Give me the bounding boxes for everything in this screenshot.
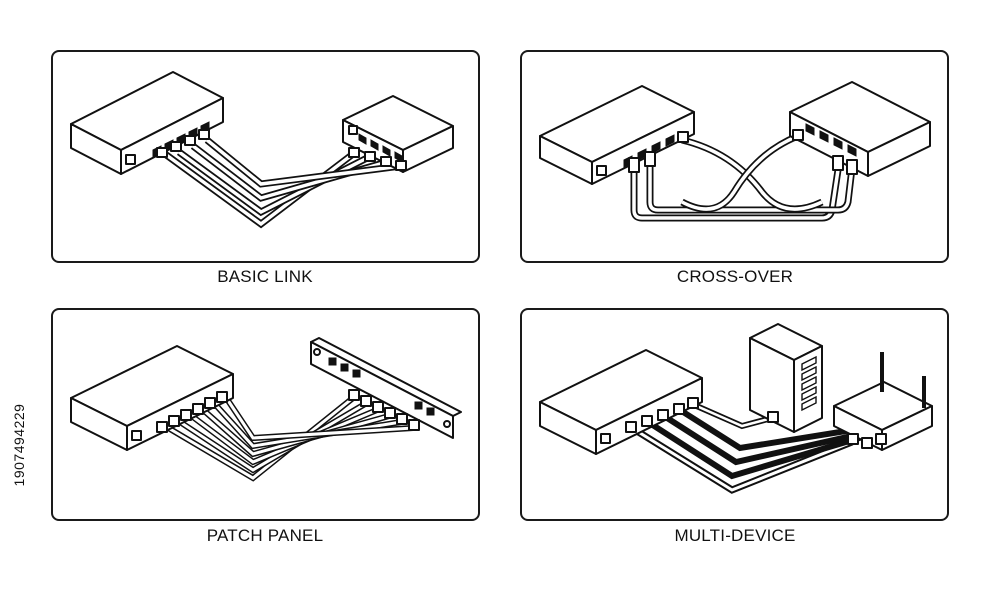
panel-multi-device xyxy=(520,308,949,521)
switch-right xyxy=(789,81,931,177)
basic-link-cables xyxy=(162,137,402,229)
basic-link-diagram xyxy=(70,71,454,229)
caption-patch-panel: PATCH PANEL xyxy=(206,526,324,545)
switch-left-plugs xyxy=(628,131,689,173)
panel-cross-over xyxy=(520,50,949,263)
switch-plugs xyxy=(625,397,699,433)
server-tower xyxy=(749,323,823,433)
switch xyxy=(70,345,234,451)
patch-panel-ports xyxy=(328,357,435,416)
switch-right xyxy=(342,95,454,173)
patch-panel xyxy=(310,337,462,439)
switch-left xyxy=(70,71,224,175)
patch-panel-cables xyxy=(163,394,414,482)
wifi-router xyxy=(833,352,933,451)
patch-panel-diagram xyxy=(70,337,462,482)
switch-left xyxy=(539,85,695,185)
switch-right-ports xyxy=(805,123,857,157)
cross-over-diagram xyxy=(539,81,931,222)
multi-device-diagram xyxy=(539,323,933,494)
caption-multi-device: MULTI-DEVICE xyxy=(674,526,796,545)
multi-device-cables xyxy=(630,401,891,494)
caption-cross-over: CROSS-OVER xyxy=(676,267,794,286)
panel-basic-link xyxy=(51,50,480,263)
switch xyxy=(539,349,703,455)
panel-patch-panel xyxy=(51,308,480,521)
caption-basic-link: BASIC LINK xyxy=(217,267,313,286)
server-drive-bays xyxy=(801,355,817,412)
stock-id-label: 1907494229 xyxy=(11,403,27,487)
switch-plugs xyxy=(156,391,228,433)
patch-panel-plugs xyxy=(348,389,420,431)
switch-right-plugs xyxy=(792,129,858,175)
switch-right-plugs xyxy=(348,147,407,171)
switch-left-plugs xyxy=(156,129,210,158)
cross-over-cables xyxy=(630,132,856,222)
